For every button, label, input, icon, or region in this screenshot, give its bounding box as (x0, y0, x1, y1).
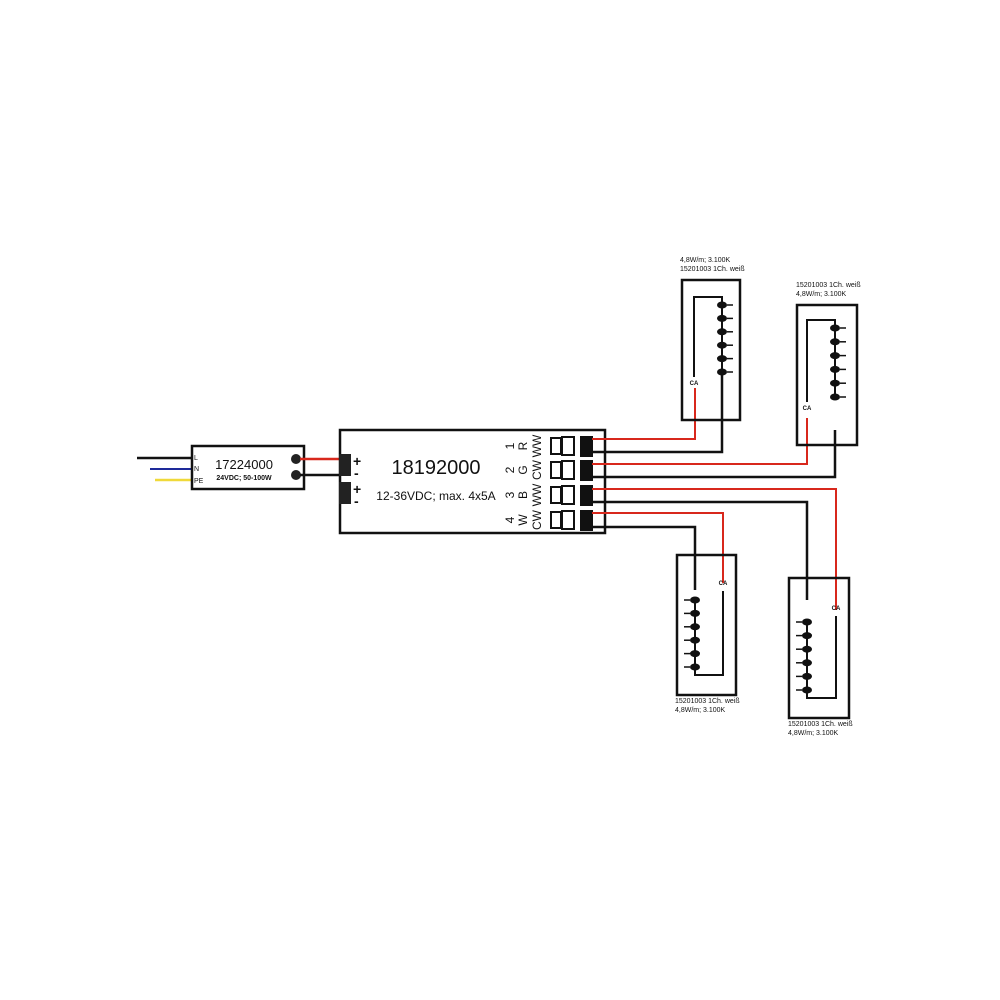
strip-label-line1: 15201003 1Ch. weiß (675, 698, 740, 705)
ca-label: CA (832, 606, 841, 612)
strip-label-line2: 4,8W/m; 3.100K (788, 730, 839, 737)
led-icon (717, 314, 727, 322)
channel-tw-label: CW (530, 509, 544, 530)
led-strip-1: CA 4,8W/m; 3.100K 15201003 1Ch. weiß (680, 257, 745, 422)
led-icon (830, 338, 840, 346)
channel-output-terminal (580, 485, 593, 506)
wire-ch2-negative (592, 430, 837, 479)
channel-tw-label: WW (530, 483, 544, 506)
ca-label: CA (690, 381, 699, 387)
led-icon (690, 609, 700, 617)
input-terminal-1 (339, 454, 351, 476)
led-icon (830, 379, 840, 387)
channel-rgbw-label: R (516, 441, 530, 450)
led-icon (802, 686, 812, 694)
power-supply: L N PE 17224000 24VDC; 50-100W (190, 444, 306, 491)
channel-connector-socket (561, 460, 575, 480)
channel-tw-label: WW (530, 434, 544, 457)
channel-connector-plug (550, 461, 562, 479)
channel-number: 4 (503, 516, 517, 523)
channel-rgbw-label: B (516, 491, 530, 499)
wire-ch4-positive (592, 512, 724, 583)
led-icon (717, 341, 727, 349)
led-icon (830, 365, 840, 373)
led-icon (717, 328, 727, 336)
wire-ch3-negative (592, 500, 809, 600)
psu-label-PE: PE (194, 478, 204, 485)
led-icon (690, 650, 700, 658)
strip-label-line2: 15201003 1Ch. weiß (680, 266, 745, 273)
led-icon (690, 623, 700, 631)
channel-rgbw-label: W (516, 514, 530, 526)
channel-connector-plug (550, 486, 562, 504)
channel-rgbw-label: G (516, 465, 530, 474)
wire-ch2-positive (592, 418, 808, 465)
channel-tw-label: CW (530, 459, 544, 480)
channel-number: 1 (503, 442, 517, 449)
psu-label-L: L (194, 455, 198, 462)
channel-connector-plug (550, 437, 562, 455)
channel-connector-socket (561, 510, 575, 530)
led-icon (717, 355, 727, 363)
psu-terminal-minus-icon (291, 470, 301, 480)
led-strip-2: CA 15201003 1Ch. weiß 4,8W/m; 3.100K (795, 282, 861, 447)
led-icon (717, 368, 727, 376)
channel-output-terminal (580, 460, 593, 481)
led-icon (802, 618, 812, 626)
led-icon (802, 672, 812, 680)
polarity-minus-2: - (354, 493, 359, 509)
wire-ch4-negative (592, 525, 697, 590)
strip-label-line2: 4,8W/m; 3.100K (675, 707, 726, 714)
controller-model: 18192000 (392, 457, 481, 479)
input-terminal-2 (339, 482, 351, 504)
led-icon (690, 596, 700, 604)
led-icon (830, 393, 840, 401)
psu-label-N: N (194, 466, 199, 473)
channel-number: 3 (503, 491, 517, 498)
led-icon (690, 663, 700, 671)
channel-connector-socket (561, 485, 575, 505)
strip-label-line1: 4,8W/m; 3.100K (680, 257, 731, 264)
led-strip-3: CA 15201003 1Ch. weiß 4,8W/m; 3.100K (787, 576, 853, 737)
polarity-plus-1: + (353, 453, 361, 469)
channel-connector-plug (550, 511, 562, 529)
led-strip-4: CA 15201003 1Ch. weiß 4,8W/m; 3.100K (675, 553, 740, 714)
wire-ch1-negative (592, 372, 724, 454)
controller-spec: 12-36VDC; max. 4x5A (376, 489, 495, 503)
ca-label: CA (719, 581, 728, 587)
wire-ch1-positive (592, 388, 696, 440)
led-icon (830, 352, 840, 360)
channel-output-terminal (580, 436, 593, 457)
polarity-minus-1: - (354, 465, 359, 481)
led-icon (690, 636, 700, 644)
led-icon (802, 659, 812, 667)
strip-label-line1: 15201003 1Ch. weiß (796, 282, 861, 289)
psu-model: 17224000 (215, 457, 273, 472)
led-icon (717, 301, 727, 309)
ca-label: CA (803, 406, 812, 412)
led-icon (802, 645, 812, 653)
wire-ch3-positive (592, 488, 837, 610)
psu-spec: 24VDC; 50-100W (216, 475, 272, 482)
strip-label-line2: 4,8W/m; 3.100K (796, 291, 847, 298)
polarity-plus-2: + (353, 481, 361, 497)
led-icon (802, 632, 812, 640)
channel-connector-socket (561, 436, 575, 456)
strip-label-line1: 15201003 1Ch. weiß (788, 721, 853, 728)
led-icon (830, 324, 840, 332)
channel-output-terminal (580, 510, 593, 531)
psu-terminal-plus-icon (291, 454, 301, 464)
channel-number: 2 (503, 466, 517, 473)
